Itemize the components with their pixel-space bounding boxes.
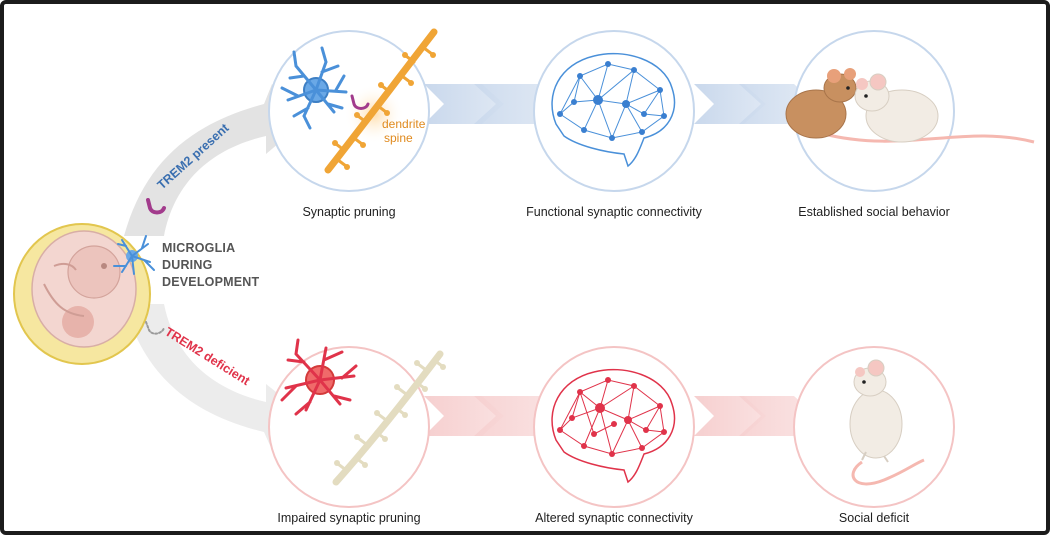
blue-brain-nodes	[557, 61, 667, 141]
trem2-on-dendrite-icon	[350, 94, 370, 110]
microglia-during-development-label: MICROGLIA DURING DEVELOPMENT	[162, 240, 259, 291]
step-social-deficit: Social deficit	[838, 511, 910, 525]
red-brain-nodes	[557, 377, 667, 457]
step-altered-synaptic-connectivity: Altered synaptic connectivity	[535, 511, 693, 525]
trem2-absent-icon	[145, 321, 165, 335]
dendrite-label: dendrite	[382, 117, 426, 131]
step-synaptic-pruning: Synaptic pruning	[302, 205, 396, 219]
lone-mouse-icon	[849, 359, 925, 486]
center-label-line-3: DEVELOPMENT	[162, 275, 260, 289]
step-functional-synaptic-connectivity: Functional synaptic connectivity	[526, 205, 702, 219]
blue-microglia-icon	[280, 46, 348, 130]
diagram-canvas: TREM2 present TREM2 deficient dendrite s…	[13, 28, 1035, 508]
center-label-line-2: DURING	[162, 258, 213, 272]
step-impaired-synaptic-pruning: Impaired synaptic pruning	[277, 511, 421, 525]
center-label-line-1: MICROGLIA	[162, 241, 236, 255]
step-established-social-behavior: Established social behavior	[798, 205, 950, 219]
embryo-illustration	[13, 223, 151, 365]
spine-label: spine	[384, 131, 413, 145]
red-microglia-icon	[280, 338, 358, 416]
mice-pair-icon	[785, 68, 1035, 144]
trem2-present-label: TREM2 present	[155, 120, 233, 192]
circle-functional-connectivity	[533, 30, 695, 192]
beige-dendrite	[332, 350, 446, 486]
embryo-microglia-icon	[113, 235, 155, 275]
trem2-receptor-icon	[146, 198, 166, 215]
orange-dendrite	[324, 28, 438, 174]
bottom-branch-arrow	[124, 304, 304, 450]
top-branch-arrow	[124, 84, 304, 236]
